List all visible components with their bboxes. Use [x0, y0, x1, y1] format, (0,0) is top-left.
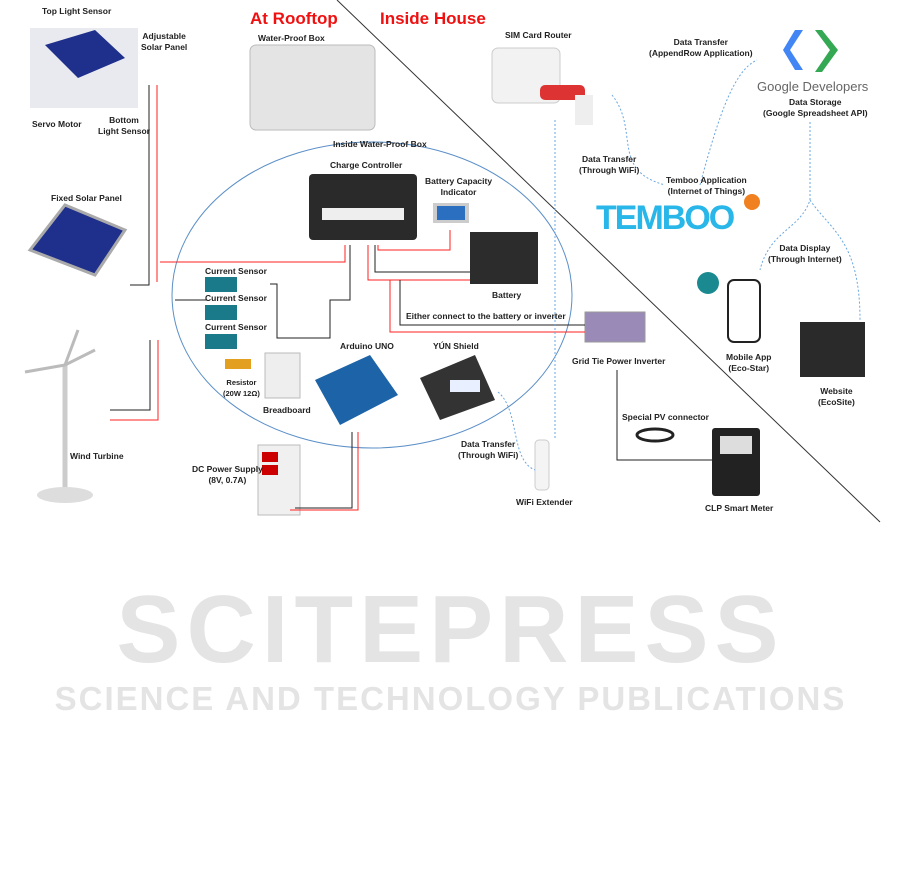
label-data-transfer-wifi-router: Data Transfer(Through WiFi)	[579, 154, 640, 175]
label-sim-router: SIM Card Router	[505, 30, 572, 40]
label-wifi-extender: WiFi Extender	[516, 497, 573, 507]
watermark-title: SCITEPRESS	[116, 576, 785, 683]
label-current-sensor-3: Current Sensor	[205, 322, 267, 332]
label-wind-turbine: Wind Turbine	[70, 451, 124, 461]
charge-controller-image	[309, 174, 417, 240]
label-inside-box: Inside Water-Proof Box	[333, 139, 427, 149]
label-waterproof-box: Water-Proof Box	[258, 33, 325, 43]
battery-image	[470, 232, 538, 284]
label-smart-meter: CLP Smart Meter	[705, 503, 774, 513]
arduino-image	[315, 355, 398, 425]
label-data-transfer-appendrow: Data Transfer(AppendRow Application)	[649, 37, 753, 58]
sim-router-image	[491, 47, 593, 125]
google-developers-logo	[783, 30, 838, 72]
label-website: Website(EcoSite)	[818, 386, 855, 407]
label-fixed-panel: Fixed Solar Panel	[51, 193, 122, 203]
label-temboo-app: Temboo Application(Internet of Things)	[666, 175, 747, 196]
label-current-sensor-1: Current Sensor	[205, 266, 267, 276]
label-current-sensor-2: Current Sensor	[205, 293, 267, 303]
adjustable-solar-panel-image	[30, 28, 138, 108]
waterproof-box-boundary	[171, 141, 573, 449]
wind-turbine-image	[24, 329, 96, 503]
battery-indicator-image	[433, 203, 469, 223]
rooftop-house-divider	[336, 0, 881, 523]
resistor-image	[225, 359, 251, 369]
label-data-transfer-wifi-yun: Data Transfer(Through WiFi)	[458, 439, 519, 460]
label-dc-supply: DC Power Supply(8V, 0.7A)	[192, 464, 263, 485]
label-servo-motor: Servo Motor	[32, 119, 82, 129]
current-sensor-images	[205, 277, 237, 349]
label-charge-controller: Charge Controller	[330, 160, 403, 170]
breadboard-image	[264, 352, 301, 399]
label-yun-shield: YÚN Shield	[433, 341, 479, 351]
mobile-phone-image	[697, 272, 761, 343]
website-image	[800, 322, 865, 377]
fixed-solar-panel-image	[27, 203, 128, 277]
label-arduino: Arduino UNO	[340, 341, 394, 351]
google-developers-wordmark: Google Developers	[757, 79, 869, 94]
label-mobile-app: Mobile App(Eco-Star)	[726, 352, 772, 373]
header-at-rooftop: At Rooftop	[250, 9, 338, 28]
label-inverter: Grid Tie Power Inverter	[572, 356, 666, 366]
label-resistor: Resistor(20W 12Ω)	[223, 378, 260, 398]
label-data-display: Data Display(Through Internet)	[768, 243, 842, 264]
dc-power-supply-image	[257, 444, 301, 516]
temboo-pin-icon	[744, 194, 760, 210]
smart-meter-image	[712, 428, 760, 496]
label-breadboard: Breadboard	[263, 405, 311, 415]
wifi-extender-image	[534, 439, 550, 491]
watermark-subtitle: SCIENCE AND TECHNOLOGY PUBLICATIONS	[54, 680, 847, 717]
waterproof-box-image	[249, 44, 376, 131]
temboo-logo: TEMBOO	[596, 199, 735, 237]
label-battery: Battery	[492, 290, 522, 300]
label-data-storage: Data Storage(Google Spreadsheet API)	[763, 97, 868, 118]
inverter-image	[584, 311, 646, 343]
label-top-light-sensor: Top Light Sensor	[42, 6, 112, 16]
label-either-connect: Either connect to the battery or inverte…	[406, 311, 566, 321]
pv-connector-image	[635, 427, 675, 443]
label-pv-connector: Special PV connector	[622, 412, 709, 422]
header-inside-house: Inside House	[380, 9, 486, 28]
yun-shield-image	[420, 355, 495, 420]
